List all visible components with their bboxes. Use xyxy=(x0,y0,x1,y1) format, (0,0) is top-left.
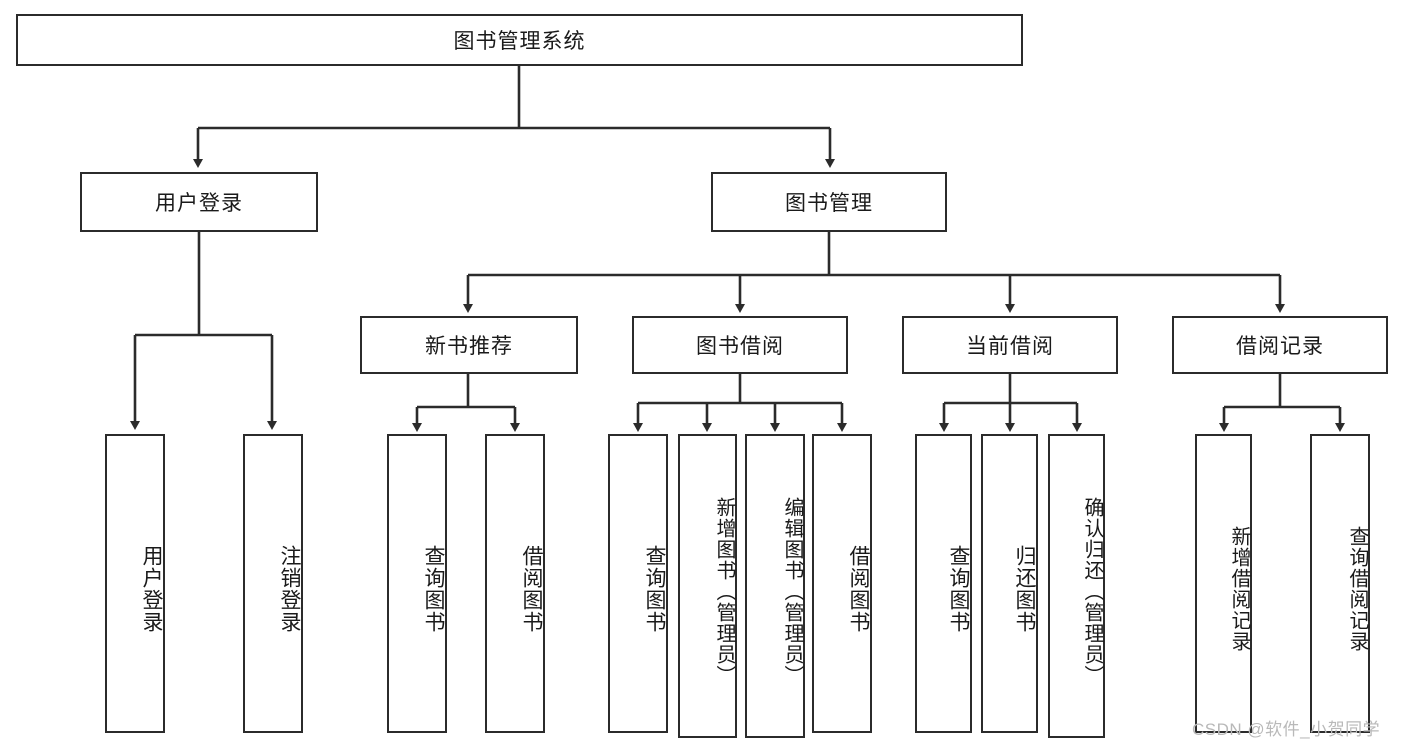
node-book-borrow[interactable]: 图书借阅 xyxy=(632,316,848,374)
node-leaf-user-logout[interactable]: 注销登录 xyxy=(243,434,303,733)
node-user-login[interactable]: 用户登录 xyxy=(80,172,318,232)
node-leaf-confirm-return[interactable]: 确认归还（管理员） xyxy=(1048,434,1105,738)
node-leaf-add-book[interactable]: 新增图书（管理员） xyxy=(678,434,737,738)
node-leaf-return-book[interactable]: 归还图书 xyxy=(981,434,1038,733)
node-leaf-user-login[interactable]: 用户登录 xyxy=(105,434,165,733)
csdn-watermark: CSDN @软件_小贺同学 xyxy=(1192,720,1381,739)
node-leaf-borrow-book-recommend[interactable]: 借阅图书 xyxy=(485,434,545,733)
node-leaf-add-borrow-record[interactable]: 新增借阅记录 xyxy=(1195,434,1252,733)
node-borrow-record[interactable]: 借阅记录 xyxy=(1172,316,1388,374)
node-book-manage[interactable]: 图书管理 xyxy=(711,172,947,232)
node-leaf-query-book-current[interactable]: 查询图书 xyxy=(915,434,972,733)
node-leaf-query-book-borrow[interactable]: 查询图书 xyxy=(608,434,668,733)
node-current-borrow[interactable]: 当前借阅 xyxy=(902,316,1118,374)
node-new-book-recommend[interactable]: 新书推荐 xyxy=(360,316,578,374)
node-leaf-borrow-book[interactable]: 借阅图书 xyxy=(812,434,872,733)
node-leaf-edit-book[interactable]: 编辑图书（管理员） xyxy=(745,434,805,738)
node-root[interactable]: 图书管理系统 xyxy=(16,14,1023,66)
node-leaf-query-borrow-record[interactable]: 查询借阅记录 xyxy=(1310,434,1370,733)
node-leaf-query-book-recommend[interactable]: 查询图书 xyxy=(387,434,447,733)
